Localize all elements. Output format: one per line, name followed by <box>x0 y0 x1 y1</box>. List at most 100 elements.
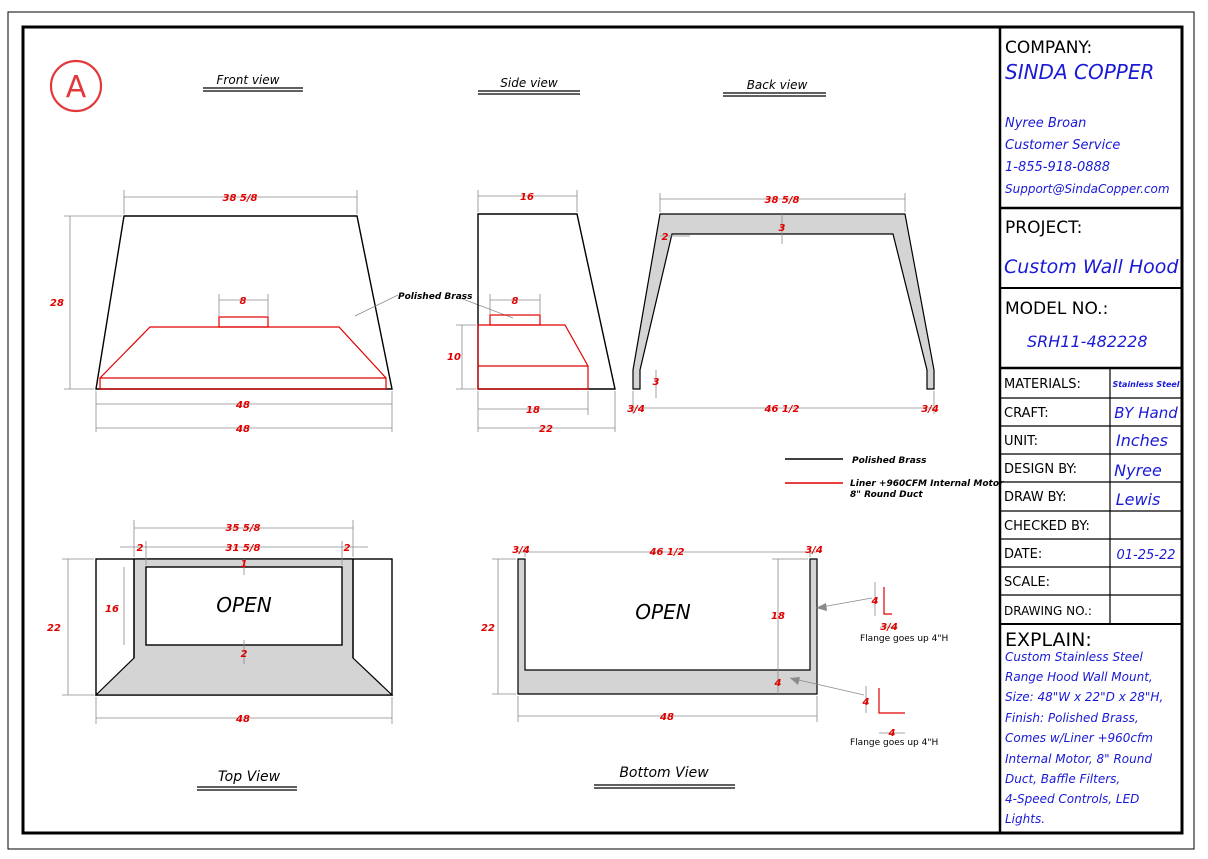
spec-value-craft: BY Hand <box>1114 404 1178 422</box>
sheet-label-text: A <box>66 70 87 105</box>
spec-value-draw-by: Lewis <box>1116 490 1161 509</box>
explain-label: EXPLAIN: <box>1005 629 1092 651</box>
front-view-title: Front view <box>217 73 280 87</box>
back-view-title: Back view <box>747 78 808 92</box>
explain-line: 4-Speed Controls, LED <box>1005 792 1139 806</box>
title-block: COMPANY: SINDA COPPER Nyree Broan Custom… <box>1000 38 1182 826</box>
spec-value-design-by: Nyree <box>1114 461 1162 480</box>
spec-label-unit: UNIT: <box>1004 434 1038 449</box>
side-liner <box>477 324 589 390</box>
front-liner <box>99 326 387 390</box>
contact-phone: 1-855-918-0888 <box>1005 160 1110 175</box>
bottom-edge-left-dim: 3/4 <box>512 545 530 556</box>
top-width-dim: 48 <box>235 714 250 725</box>
flange1-note: Flange goes up 4"H <box>860 634 948 644</box>
inner-border <box>21 25 1184 835</box>
side-hood-outline <box>477 213 616 390</box>
side-bottom-dim-1: 18 <box>526 405 540 416</box>
spec-label-drawing-no: DRAWING NO.: <box>1004 604 1092 618</box>
bottom-open-label: OPEN <box>635 600 690 624</box>
explain-line: Lights. <box>1005 812 1045 826</box>
side-bottom-dim-2: 22 <box>539 424 553 435</box>
legend-black-label: Polished Brass <box>852 456 927 466</box>
spec-label-scale: SCALE: <box>1004 575 1050 590</box>
side-view: 16 8 10 18 22 <box>447 190 616 435</box>
explain-line: Internal Motor, 8" Round <box>1005 752 1152 766</box>
spec-table: MATERIALS: Stainless Steel CRAFT: BY Han… <box>1000 368 1182 625</box>
bottom-u-channel <box>517 558 818 695</box>
back-bottom-dim: 46 1/2 <box>764 404 800 415</box>
top-side-left-dim: 2 <box>137 543 144 554</box>
spec-label-draw-by: DRAW BY: <box>1004 490 1067 505</box>
flange2-width-dim: 4 <box>888 728 896 739</box>
back-view: 38 5/8 2 3 3 46 1/2 3/4 3/4 <box>627 193 939 415</box>
front-bottom-dim-1: 48 <box>235 400 250 411</box>
spec-label-design-by: DESIGN BY: <box>1004 462 1077 477</box>
bottom-thickness-dim: 4 <box>774 678 782 689</box>
top-side-right-dim: 2 <box>344 543 351 554</box>
spec-value-materials: Stainless Steel <box>1112 380 1179 389</box>
contact-name: Nyree Broan <box>1005 116 1086 131</box>
flange1-height-dim: 4 <box>871 596 879 607</box>
top-open-label: OPEN <box>216 593 271 617</box>
flange2-height-dim: 4 <box>862 697 870 708</box>
flange-detail-1: 4 3/4 Flange goes up 4"H <box>860 582 948 644</box>
back-left-dim: 2 <box>662 232 669 243</box>
top-height-dim: 22 <box>47 623 61 634</box>
side-insert-width-dim: 8 <box>512 296 519 307</box>
bottom-view-title: Bottom View <box>619 765 709 781</box>
back-leg-dim: 3 <box>653 377 660 388</box>
top-open-height-dim: 16 <box>105 604 119 615</box>
explain-line: Duct, Baffle Filters, <box>1005 772 1120 786</box>
contact-email: Support@SindaCopper.com <box>1005 182 1170 196</box>
top-view: OPEN 35 5/8 31 5/8 2 2 1 2 16 22 48 <box>47 520 394 725</box>
back-edge-right-dim: 3/4 <box>921 404 939 415</box>
side-top-dim: 16 <box>520 192 534 203</box>
top-inner-bottom-dim: 2 <box>241 649 248 660</box>
front-insert-width-dim: 8 <box>240 296 247 307</box>
spec-label-date: DATE: <box>1004 547 1042 562</box>
line-legend: Polished Brass Liner +960CFM Internal Mo… <box>785 456 1004 500</box>
view-titles: Front view Side view Back view Top View … <box>197 73 826 791</box>
front-top-width-dim: 38 5/8 <box>223 193 258 204</box>
front-view: 38 5/8 28 8 48 48 Polished Brass <box>50 190 514 435</box>
explain-line: Range Hood Wall Mount, <box>1005 670 1153 684</box>
bottom-side-height-dim: 18 <box>771 611 785 622</box>
top-inner-top-dim: 1 <box>241 559 248 570</box>
flange2-note: Flange goes up 4"H <box>850 738 938 748</box>
project-label: PROJECT: <box>1005 218 1082 238</box>
bottom-height-dim: 22 <box>481 623 495 634</box>
bottom-view: OPEN 46 1/2 3/4 3/4 22 18 4 48 <box>481 545 873 723</box>
explain-line: Finish: Polished Brass, <box>1005 711 1139 725</box>
back-top-dim: 38 5/8 <box>765 195 800 206</box>
back-hood-frame <box>632 213 935 390</box>
legend-red-label-2: 8" Round Duct <box>850 490 923 500</box>
model-label: MODEL NO.: <box>1005 299 1108 319</box>
bottom-width-dim: 48 <box>659 712 674 723</box>
front-duct <box>218 316 269 328</box>
flange1-width-dim: 3/4 <box>880 622 898 633</box>
side-duct <box>489 314 541 326</box>
front-height-dim: 28 <box>50 298 64 309</box>
side-liner-height-dim: 10 <box>447 352 461 363</box>
explain-line: Custom Stainless Steel <box>1005 650 1144 664</box>
back-thickness-dim: 3 <box>779 223 786 234</box>
bottom-edge-right-dim: 3/4 <box>805 545 823 556</box>
spec-label-craft: CRAFT: <box>1004 406 1049 421</box>
sheet-label: A <box>49 59 103 113</box>
top-outer-width-dim: 35 5/8 <box>226 523 261 534</box>
model-no: SRH11-482228 <box>1027 332 1148 351</box>
company-name: SINDA COPPER <box>1005 60 1154 84</box>
spec-value-unit: Inches <box>1116 431 1168 450</box>
contact-role: Customer Service <box>1005 138 1120 153</box>
legend-red-label-1: Liner +960CFM Internal Motor <box>850 479 1004 489</box>
project-name: Custom Wall Hood <box>1004 256 1179 278</box>
top-view-title: Top View <box>218 769 281 785</box>
top-inner-width-dim: 31 5/8 <box>226 543 261 554</box>
bottom-inner-width-dim: 46 1/2 <box>649 547 685 558</box>
spec-value-date: 01-25-22 <box>1116 548 1175 563</box>
spec-label-materials: MATERIALS: <box>1004 377 1081 392</box>
flange-detail-2: 4 4 Flange goes up 4"H <box>850 686 938 748</box>
front-bottom-dim-2: 48 <box>235 424 250 435</box>
